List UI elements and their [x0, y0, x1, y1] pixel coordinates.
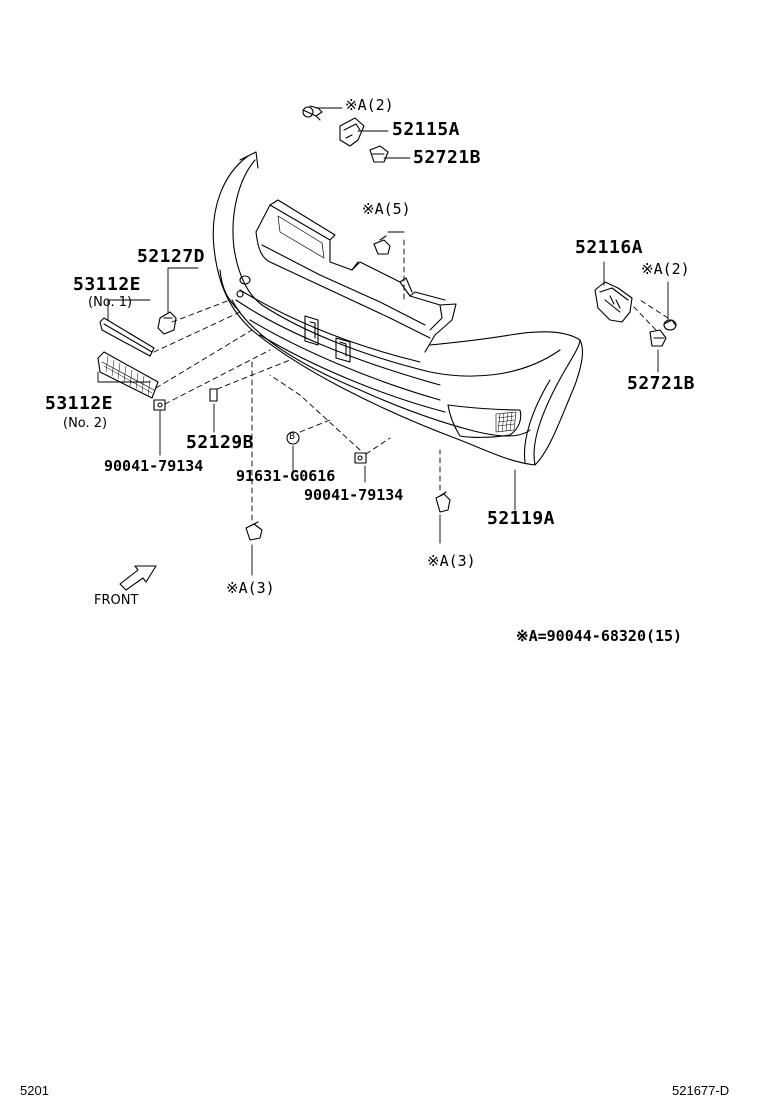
moulding-no2 — [97, 351, 159, 399]
callout-52129b: 52129B — [186, 432, 255, 453]
dashed-assembly-lines — [153, 239, 669, 521]
bracket-52116a — [594, 281, 633, 323]
nut-left — [153, 399, 166, 411]
spacer-52129b — [209, 388, 218, 402]
callout-a2-right: ※A(2) — [641, 260, 690, 278]
callout-52721b-right: 52721B — [627, 373, 696, 394]
callout-52721b-top: 52721B — [413, 147, 482, 168]
clip-52721b-right — [649, 329, 667, 347]
bracket-52115a — [339, 117, 365, 147]
nut-mid — [354, 452, 367, 464]
marker-b: B — [289, 432, 296, 442]
callout-no2: (No. 2) — [63, 416, 108, 431]
page-code: 5201 — [20, 1083, 49, 1098]
upper-retainer — [255, 199, 457, 353]
clip-bottom-left — [245, 521, 263, 541]
bumper-cover — [212, 151, 584, 466]
callout-53112e-no1: 53112E — [73, 274, 142, 295]
callout-90041-mid: 90041-79134 — [304, 486, 404, 504]
callout-90041-left: 90041-79134 — [104, 457, 204, 475]
callout-52119a: 52119A — [487, 508, 556, 529]
clip-right-a2 — [663, 319, 677, 331]
callout-a3-left: ※A(3) — [226, 579, 275, 597]
callout-a5: ※A(5) — [362, 200, 411, 218]
front-arrow-icon — [119, 565, 157, 591]
cover-52127d — [157, 311, 177, 335]
legend-note: ※A=90044-68320(15) — [516, 627, 683, 645]
callout-52116a: 52116A — [575, 237, 644, 258]
callout-a3-right: ※A(3) — [427, 552, 476, 570]
clip-bottom-right — [435, 491, 451, 513]
figure-code: 521677-D — [672, 1083, 730, 1098]
front-label: FRONT — [94, 593, 139, 608]
callout-52115a: 52115A — [392, 119, 461, 140]
callout-53112e-no2: 53112E — [45, 393, 114, 414]
callout-91631: 91631-G0616 — [236, 467, 336, 485]
callout-a2-top: ※A(2) — [345, 96, 394, 114]
moulding-no1 — [99, 317, 155, 357]
clip-a5 — [373, 235, 391, 255]
clip-b — [286, 431, 300, 445]
clip-top — [302, 105, 323, 121]
callout-52127d: 52127D — [137, 246, 206, 267]
leader-lines — [97, 107, 669, 576]
callout-no1: (No. 1) — [88, 295, 133, 310]
clip-52721b-top — [369, 145, 389, 163]
